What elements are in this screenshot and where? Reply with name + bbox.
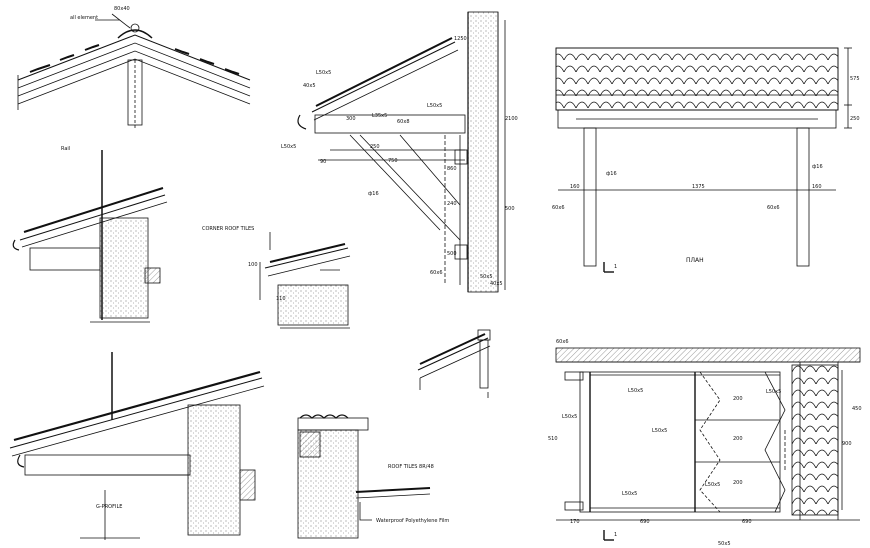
- eave-label-12: 50x5: [480, 274, 493, 280]
- parapet-tiles-label: ROOF TILES 8R/48: [388, 464, 434, 470]
- corner-tiles-dim-1: 100: [248, 262, 258, 268]
- plan-dim-side-4: 200: [733, 436, 743, 442]
- elev-dim-3: 160: [812, 184, 822, 190]
- eave-label-1: L50x5: [316, 70, 331, 76]
- rail-section: [12, 150, 168, 323]
- eave-dim-6: 500: [447, 251, 457, 257]
- eave-wall-detail: [297, 11, 506, 293]
- eave-label-8: 250: [370, 144, 380, 150]
- plan-detail: [555, 347, 861, 541]
- elev-label-4: 60x6: [767, 205, 780, 211]
- rail-label: Rail: [61, 146, 70, 152]
- plan-top-label: 60x6: [556, 339, 569, 345]
- eave-dim-5: 240: [447, 201, 457, 207]
- eave-wall-labels: L50x5 40x5 L35x5 L50x5 300 L50x5 60x8 25…: [281, 36, 518, 287]
- plan-member-2: L50x5: [562, 414, 577, 420]
- plan-member-1: L50x5: [628, 388, 643, 394]
- eave-dim-1: 1250: [454, 36, 467, 42]
- eave-dim-2: 2100: [505, 116, 518, 122]
- plan-member-5: L50x5: [705, 482, 720, 488]
- small-eave-detail: [417, 329, 491, 398]
- plan-member-4: L50x5: [622, 491, 637, 497]
- ridge-tiles: [29, 44, 240, 75]
- plan-bottom-label: 50x5: [718, 541, 731, 547]
- corner-tiles-label: CORNER ROOF TILES: [202, 226, 254, 232]
- front-elevation-labels: 575 250 160 1375 160 ф16 ф16 60x6 60x6 П…: [552, 76, 860, 270]
- eave-label-3: L35x5: [372, 113, 387, 119]
- plan-dim-side-2: 510: [548, 436, 558, 442]
- eave-dim-4: 860: [447, 166, 457, 172]
- elev-dim-1: 160: [570, 184, 580, 190]
- g-profile-label: G-PROFILE: [96, 504, 122, 510]
- elev-dim-right-1: 575: [850, 76, 860, 82]
- corner-tiles-detail: [259, 232, 351, 329]
- parapet-detail: [297, 414, 431, 539]
- plan-dim-bottom-3: 690: [742, 519, 752, 525]
- eave-bottom-1: 60x6: [430, 270, 443, 276]
- eave-bottom-2: 40x5: [490, 281, 503, 287]
- elev-label-3: 60x6: [552, 205, 565, 211]
- plan-dim-side-6: 900: [842, 441, 852, 447]
- large-section: [9, 352, 265, 540]
- parapet-membrane-label: Waterproof Polyethylene Film: [376, 518, 449, 524]
- eave-label-10: 750: [388, 158, 398, 164]
- elev-dim-2: 1375: [692, 184, 705, 190]
- eave-dim-3: 500: [505, 206, 515, 212]
- plan-dim-side-1: 450: [852, 406, 862, 412]
- plan-dim-side-5: 200: [733, 480, 743, 486]
- plan-dim-bottom-1: 170: [570, 519, 580, 525]
- front-elevation: [555, 47, 852, 273]
- ridge-side-label: all element: [70, 15, 98, 21]
- plan-labels: 60x6 L50x5 L50x5 L50x5 L50x5 L50x5 L50x5…: [548, 339, 862, 547]
- ridge-detail: [17, 13, 251, 130]
- eave-label-2: 40x5: [303, 83, 316, 89]
- elev-label-2: ф16: [812, 164, 823, 170]
- plan-section-mark: 1: [614, 532, 617, 538]
- elev-dim-right-2: 250: [850, 116, 860, 122]
- elev-label-1: ф16: [606, 171, 617, 177]
- plan-member-3: L50x5: [652, 428, 667, 434]
- elevation-section-mark: 1: [614, 264, 617, 270]
- eave-label-7: 60x8: [397, 119, 410, 125]
- eave-label-11: ф16: [368, 191, 379, 197]
- plan-dim-side-3: 200: [733, 396, 743, 402]
- eave-label-5: 300: [346, 116, 356, 122]
- elevation-caption: ПЛАН: [686, 257, 704, 264]
- eave-label-6: L50x5: [281, 144, 296, 150]
- plan-right-1: L50x5: [766, 389, 781, 395]
- eave-label-9: 90: [320, 159, 326, 165]
- corner-tiles-dim-2: 110: [276, 296, 286, 302]
- ridge-top-label: 80x40: [114, 6, 130, 12]
- plan-dim-bottom-2: 690: [640, 519, 650, 525]
- eave-label-4: L50x5: [427, 103, 442, 109]
